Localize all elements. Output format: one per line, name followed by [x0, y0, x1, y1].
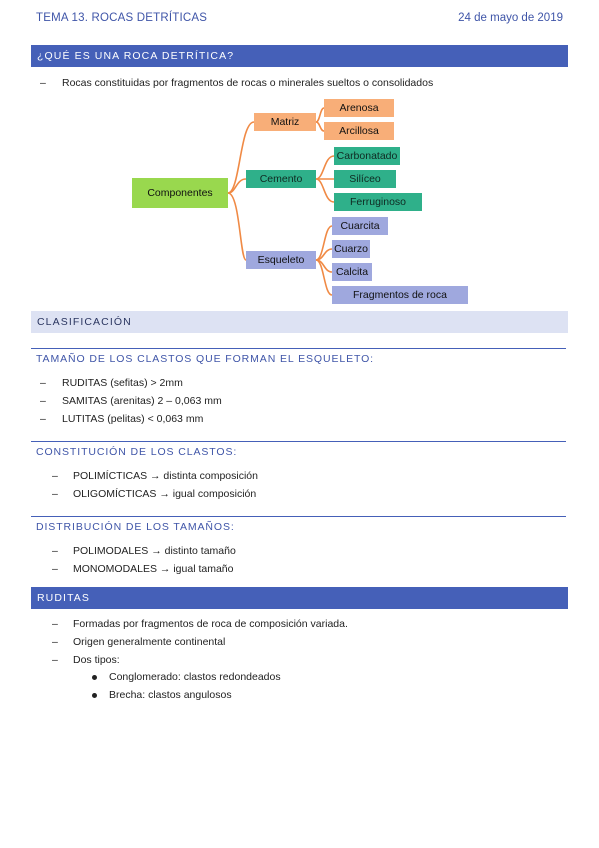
dash-marker: – [52, 470, 58, 482]
node-carbonatado: Carbonatado [334, 147, 400, 165]
list-item: LUTITAS (pelitas) < 0,063 mm [62, 413, 204, 425]
section-heading-que-es: ¿QUÉ ES UNA ROCA DETRÍTICA? [31, 45, 568, 67]
node-calcita: Calcita [332, 263, 372, 281]
node-matriz: Matriz [254, 113, 316, 131]
node-cuarcita: Cuarcita [332, 217, 388, 235]
bullet-icon [92, 675, 97, 680]
dash-marker: – [40, 395, 46, 407]
connector-cemento-ferruginoso [315, 178, 335, 203]
definition-text: Rocas constituidas por fragmentos de roc… [62, 77, 434, 89]
subsection-heading-constitucion: CONSTITUCIÓN DE LOS CLASTOS: [36, 446, 238, 458]
subsection-rule [31, 516, 566, 517]
dash-marker: – [40, 77, 46, 89]
node-arcillosa: Arcillosa [324, 122, 394, 140]
node-esqueleto: Esqueleto [246, 251, 316, 269]
dash-marker: – [52, 636, 58, 648]
subsection-rule [31, 348, 566, 349]
connector-matriz-arcillosa [315, 121, 325, 132]
document-date: 24 de mayo de 2019 [458, 12, 563, 24]
node-arenosa: Arenosa [324, 99, 394, 117]
section-heading-clasificacion: CLASIFICACIÓN [31, 311, 568, 333]
dash-marker: – [52, 488, 58, 500]
dash-marker: – [40, 413, 46, 425]
dash-marker: – [52, 654, 58, 666]
node-componentes: Componentes [132, 178, 228, 208]
section-heading-ruditas: RUDITAS [31, 587, 568, 609]
subsection-heading-tamano: TAMAÑO DE LOS CLASTOS QUE FORMAN EL ESQU… [36, 353, 374, 365]
list-item: POLIMÍCTICAS → distinta composición [73, 470, 258, 482]
sub-list-item: Conglomerado: clastos redondeados [109, 671, 281, 683]
connector-root-cemento [227, 178, 247, 194]
list-item: OLIGOMÍCTICAS → igual composición [73, 488, 257, 500]
node-cemento: Cemento [246, 170, 316, 188]
dash-marker: – [52, 545, 58, 557]
document-title: TEMA 13. ROCAS DETRÍTICAS [36, 12, 208, 24]
dash-marker: – [40, 377, 46, 389]
node-siliceo: Silíceo [334, 170, 396, 188]
list-item: Formadas por fragmentos de roca de compo… [73, 618, 348, 630]
connector-cemento-carbonatado [315, 155, 335, 180]
connector-root-esqueleto [227, 192, 247, 261]
subsection-heading-distribucion: DISTRIBUCIÓN DE LOS TAMAÑOS: [36, 521, 235, 533]
subsection-rule [31, 441, 566, 442]
bullet-icon [92, 693, 97, 698]
diagram-connectors [227, 107, 335, 296]
connector-esqueleto-fragmentos [315, 259, 333, 296]
node-ferruginoso: Ferruginoso [334, 193, 422, 211]
dash-marker: – [52, 563, 58, 575]
list-item: Origen generalmente continental [73, 636, 226, 648]
connector-matriz-arenosa [315, 107, 325, 123]
list-item: RUDITAS (sefitas) > 2mm [62, 377, 183, 389]
node-cuarzo: Cuarzo [332, 240, 370, 258]
list-item: SAMITAS (arenitas) 2 – 0,063 mm [62, 395, 222, 407]
list-item: POLIMODALES → distinto tamaño [73, 545, 236, 557]
list-item: Dos tipos: [73, 654, 120, 666]
sub-list-item: Brecha: clastos angulosos [109, 689, 232, 701]
dash-marker: – [52, 618, 58, 630]
list-item: MONOMODALES → igual tamaño [73, 563, 234, 575]
node-fragmentos-de-roca: Fragmentos de roca [332, 286, 468, 304]
